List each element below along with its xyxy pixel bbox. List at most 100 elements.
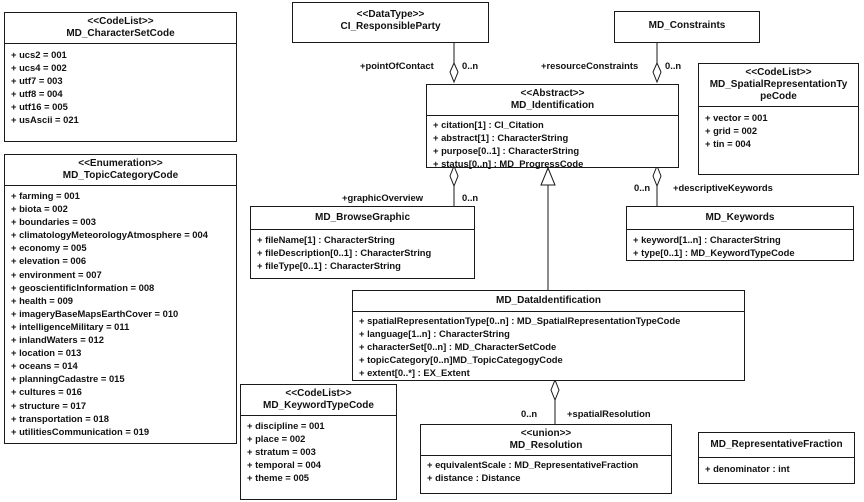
attribute-list: + equivalentScale : MD_RepresentativeFra…	[421, 456, 671, 484]
class-name: MD_Constraints	[648, 20, 726, 31]
class-attribute: + inlandWaters = 012	[11, 334, 104, 346]
class-header: <<CodeList>> MD_KeywordTypeCode	[241, 385, 396, 416]
association-role-label: +spatialResolution	[567, 408, 651, 419]
class-header: MD_Constraints	[615, 12, 759, 35]
class-attribute: + ucs4 = 002	[11, 62, 67, 74]
class-md-representativefraction: MD_RepresentativeFraction + denominator …	[698, 432, 855, 484]
class-md-identification: <<Abstract>> MD_Identification + citatio…	[426, 84, 679, 170]
class-attribute: + discipline = 001	[247, 420, 325, 431]
association-multiplicity: 0..n	[462, 60, 479, 71]
class-header: MD_BrowseGraphic	[251, 207, 474, 230]
class-attribute: + utilitiesCommunication = 019	[11, 425, 150, 437]
class-md-charactersetcode: <<CodeList>> MD_CharacterSetCode + ucs2 …	[4, 12, 237, 142]
class-attribute: + ucs2 = 001	[11, 49, 67, 60]
class-md-spatialrepresentationtypecode: <<CodeList>> MD_SpatialRepresentationTy …	[698, 63, 859, 175]
class-attribute: + structure = 017	[11, 399, 87, 411]
class-attribute: + economy = 005	[11, 242, 87, 254]
class-attribute: + stratum = 003	[247, 446, 316, 458]
class-header: MD_Keywords	[627, 207, 853, 230]
class-md-resolution: <<union>> MD_Resolution + equivalentScal…	[420, 424, 672, 494]
class-stereotype: <<CodeList>>	[285, 388, 352, 399]
class-name: MD_RepresentativeFraction	[710, 439, 843, 450]
class-attribute: + health = 009	[11, 294, 74, 306]
class-attribute: + denominator : int	[705, 463, 790, 474]
class-name: MD_Resolution	[509, 440, 583, 451]
attribute-list: + keyword[1..n] : CharacterString + type…	[627, 230, 853, 259]
class-attribute: + distance : Distance	[427, 472, 521, 484]
class-attribute: + farming = 001	[11, 190, 80, 201]
class-attribute: + imageryBaseMapsEarthCover = 010	[11, 307, 179, 319]
class-name: MD_TopicCategoryCode	[62, 170, 179, 181]
association-multiplicity: 0..n	[462, 192, 479, 203]
class-attribute: + fileName[1] : CharacterString	[257, 234, 395, 245]
class-attribute: + elevation = 006	[11, 255, 87, 267]
attribute-list: + denominator : int	[699, 458, 854, 475]
generalization-arrowhead	[540, 166, 556, 186]
class-name: MD_SpatialRepresentationTy	[709, 79, 848, 90]
class-attribute: + intelligenceMilitary = 011	[11, 320, 130, 332]
class-attribute: + geoscientificInformation = 008	[11, 281, 155, 293]
class-header: MD_RepresentativeFraction	[699, 433, 854, 458]
association-multiplicity: 0..n	[665, 60, 682, 71]
class-stereotype: <<CodeList>>	[87, 16, 154, 27]
class-attribute: + biota = 002	[11, 203, 68, 215]
class-stereotype: <<Abstract>>	[520, 88, 585, 99]
class-attribute: + keyword[1..n] : CharacterString	[633, 234, 781, 245]
class-attribute: + abstract[1] : CharacterString	[433, 132, 569, 144]
class-stereotype: <<Enumeration>>	[78, 158, 163, 169]
class-md-browsegraphic: MD_BrowseGraphic + fileName[1] : Charact…	[250, 206, 475, 279]
class-attribute: + fileDescription[0..1] : CharacterStrin…	[257, 247, 432, 259]
class-attribute: + theme = 005	[247, 472, 310, 484]
association-multiplicity: 0..n	[634, 182, 651, 193]
descriptive-keywords-diamond	[652, 164, 662, 188]
class-attribute: + status[0..n] : MD_ProgressCode	[433, 158, 584, 170]
class-name: MD_CharacterSetCode	[66, 28, 175, 39]
resource-constraints-diamond	[652, 61, 662, 84]
attribute-list: + spatialRepresentationType[0..n] : MD_S…	[353, 312, 744, 379]
class-attribute: + fileType[0..1] : CharacterString	[257, 260, 401, 272]
attribute-list: + vector = 001 + grid = 002 + tin = 004	[699, 107, 858, 150]
class-name: MD_KeywordTypeCode	[263, 400, 374, 411]
attribute-list: + discipline = 001 + place = 002 + strat…	[241, 416, 396, 484]
attribute-list: + ucs2 = 001 + ucs4 = 002 + utf7 = 003 +…	[5, 44, 236, 127]
class-md-topiccategorycode: <<Enumeration>> MD_TopicCategoryCode + f…	[4, 154, 237, 444]
class-attribute: + type[0..1] : MD_KeywordTypeCode	[633, 247, 795, 259]
class-attribute: + temporal = 004	[247, 459, 321, 471]
class-attribute: + vector = 001	[705, 112, 768, 123]
class-attribute: + language[1..n] : CharacterString	[359, 328, 510, 340]
class-attribute: + tin = 004	[705, 138, 751, 150]
class-header: <<union>> MD_Resolution	[421, 425, 671, 456]
class-attribute: + environment = 007	[11, 268, 102, 280]
class-header: <<Enumeration>> MD_TopicCategoryCode	[5, 155, 236, 186]
association-role-label: +descriptiveKeywords	[673, 182, 773, 193]
association-multiplicity: 0..n	[521, 408, 538, 419]
class-stereotype: <<DataType>>	[356, 9, 425, 20]
class-attribute: + usAscii = 021	[11, 114, 79, 126]
class-header: MD_DataIdentification	[353, 291, 744, 312]
class-name: MD_DataIdentification	[495, 295, 601, 306]
class-attribute: + grid = 002	[705, 125, 758, 137]
class-attribute: + planningCadastre = 015	[11, 373, 125, 385]
class-header: <<CodeList>> MD_SpatialRepresentationTy …	[699, 64, 858, 107]
class-attribute: + extent[0..*] : EX_Extent	[359, 367, 470, 379]
class-stereotype: <<union>>	[520, 428, 572, 439]
class-attribute: + characterSet[0..n] : MD_CharacterSetCo…	[359, 341, 557, 353]
class-stereotype: <<CodeList>>	[745, 67, 812, 78]
graphic-overview-diamond	[449, 164, 459, 188]
class-attribute: + utf16 = 005	[11, 101, 68, 113]
class-attribute: + climatologyMeteorologyAtmosphere = 004	[11, 229, 208, 241]
attribute-list: + farming = 001 + biota = 002 + boundari…	[5, 186, 236, 438]
class-attribute: + oceans = 014	[11, 360, 78, 372]
class-attribute: + boundaries = 003	[11, 216, 96, 228]
spatial-resolution-diamond	[550, 378, 560, 402]
class-attribute: + transportation = 018	[11, 412, 109, 424]
class-name: CI_ResponsibleParty	[340, 21, 441, 32]
class-attribute: + purpose[0..1] : CharacterString	[433, 145, 580, 157]
association-role-label: +graphicOverview	[342, 192, 424, 203]
class-header: <<Abstract>> MD_Identification	[427, 85, 678, 116]
class-attribute: + topicCategory[0..n]MD_TopicCategogyCod…	[359, 354, 563, 366]
association-role-label: +pointOfContact	[360, 60, 434, 71]
class-md-constraints: MD_Constraints	[614, 11, 760, 43]
